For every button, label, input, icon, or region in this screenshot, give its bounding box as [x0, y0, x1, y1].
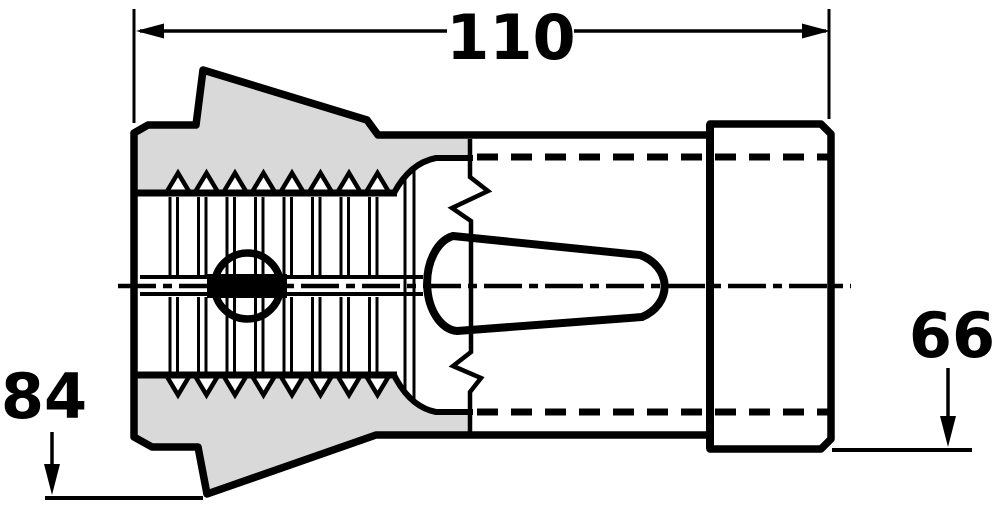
body-outline	[130, 66, 835, 498]
thread-profile-bottom	[164, 372, 394, 400]
dimension-label-length: 110	[446, 1, 575, 74]
dimension-head-diameter: 84	[1, 360, 203, 500]
thread-flank-lines	[168, 197, 379, 373]
thread-profile-top	[164, 168, 394, 196]
dimension-overall-length: 110	[132, 1, 831, 123]
keyway-slot	[423, 232, 669, 335]
arrowhead-down-icon	[44, 464, 60, 495]
arrowhead-down-icon	[940, 416, 956, 447]
dimension-body-diameter: 66	[832, 299, 995, 452]
section-fill	[134, 70, 472, 494]
section-fill-bottom	[134, 375, 472, 494]
counterbore-fillet-top	[391, 155, 473, 195]
arrowhead-left-icon	[136, 23, 164, 39]
dimension-label-head: 84	[1, 360, 87, 433]
collet-body	[118, 66, 851, 498]
thread-detail	[137, 155, 473, 415]
counterbore-fillet-bottom	[391, 373, 473, 415]
dimension-label-body: 66	[909, 299, 995, 372]
arrowhead-right-icon	[802, 23, 830, 39]
section-fill-top	[134, 70, 472, 193]
